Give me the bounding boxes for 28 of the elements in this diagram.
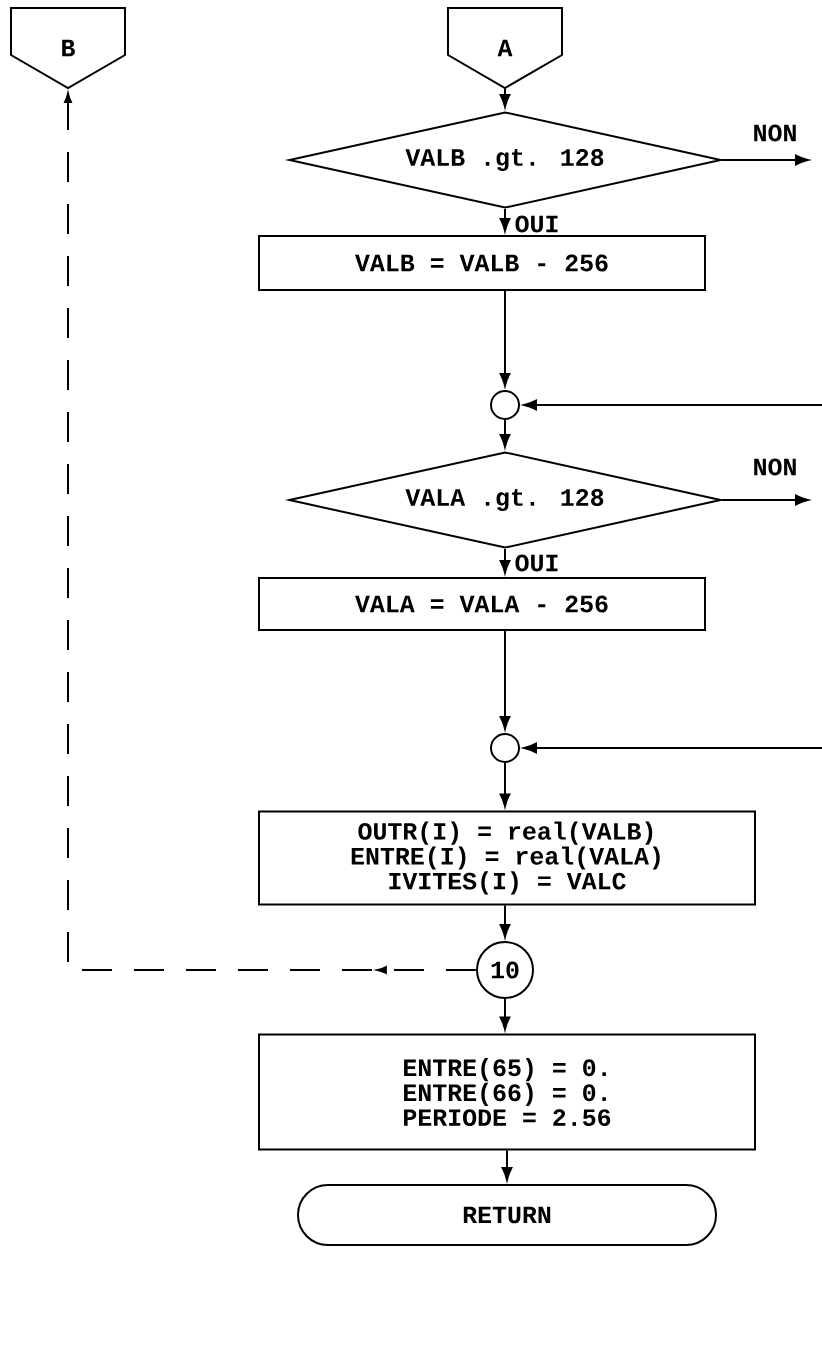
- junction-circle: [490, 390, 520, 420]
- off-page-connector: B: [10, 7, 126, 90]
- off-page-connector: A: [447, 7, 563, 90]
- arrow: [499, 998, 511, 1031]
- arrow: [64, 88, 477, 974]
- arrow: [501, 1149, 513, 1181]
- arrow: [499, 904, 511, 938]
- arrow: [523, 742, 822, 754]
- process-box: OUTR(I) = real(VALB) ENTRE(I) = real(VALA) IVITES(I) = VALC: [258, 810, 756, 906]
- terminal-box: RETURN: [297, 1184, 717, 1246]
- arrow: [499, 548, 511, 574]
- edge-label: OUI: [513, 214, 561, 234]
- arrow: [499, 290, 511, 387]
- arrow: [523, 399, 822, 411]
- arrow: [499, 419, 511, 448]
- edge-label: NON: [751, 123, 799, 143]
- edge-label: NON: [751, 457, 799, 477]
- junction-circle: [490, 733, 520, 763]
- arrow: [721, 494, 809, 506]
- process-box: VALA = VALA - 256: [258, 577, 706, 631]
- edge-label: OUI: [513, 553, 561, 573]
- arrow: [721, 154, 809, 166]
- arrow: [499, 208, 511, 232]
- arrow: [499, 88, 511, 108]
- process-box: ENTRE(65) = 0. ENTRE(66) = 0. PERIODE = 2.56: [258, 1033, 756, 1151]
- arrow: [499, 762, 511, 808]
- arrow: [499, 630, 511, 730]
- process-box: VALB = VALB - 256: [258, 235, 706, 291]
